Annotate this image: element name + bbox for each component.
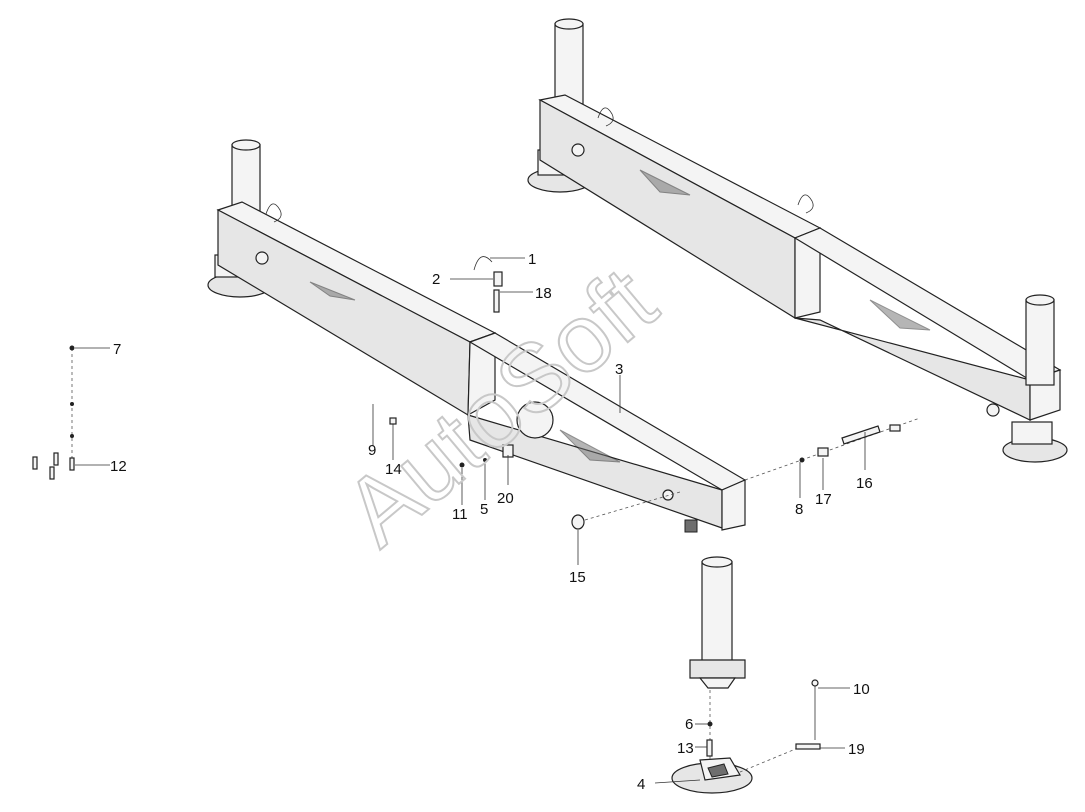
callout-8: 8 [795,501,803,518]
exploded-leg [671,556,753,794]
callout-1: 1 [528,251,536,268]
callout-10: 10 [853,681,870,698]
callout-16: 16 [856,475,873,492]
callout-20: 20 [497,490,514,507]
leader-lines [75,257,866,784]
callout-9: 9 [368,442,376,459]
callout-19: 19 [848,741,865,758]
right-frame-assembly [527,18,1068,463]
callout-3: 3 [615,361,623,378]
callout-13: 13 [677,740,694,757]
left-frame-assembly [207,139,747,533]
callout-2: 2 [432,271,440,288]
callout-4: 4 [637,776,645,793]
callout-18: 18 [535,285,552,302]
loose-parts [32,256,921,773]
callout-15: 15 [569,569,586,586]
callout-17: 17 [815,491,832,508]
callout-11: 11 [452,506,468,523]
callout-14: 14 [385,461,402,478]
callout-12: 12 [110,458,127,475]
callout-7: 7 [113,341,121,358]
callout-labels: 1 2 3 4 5 6 7 8 9 10 11 12 13 14 15 16 1… [110,251,873,793]
callout-6: 6 [685,716,693,733]
callout-5: 5 [480,501,488,518]
